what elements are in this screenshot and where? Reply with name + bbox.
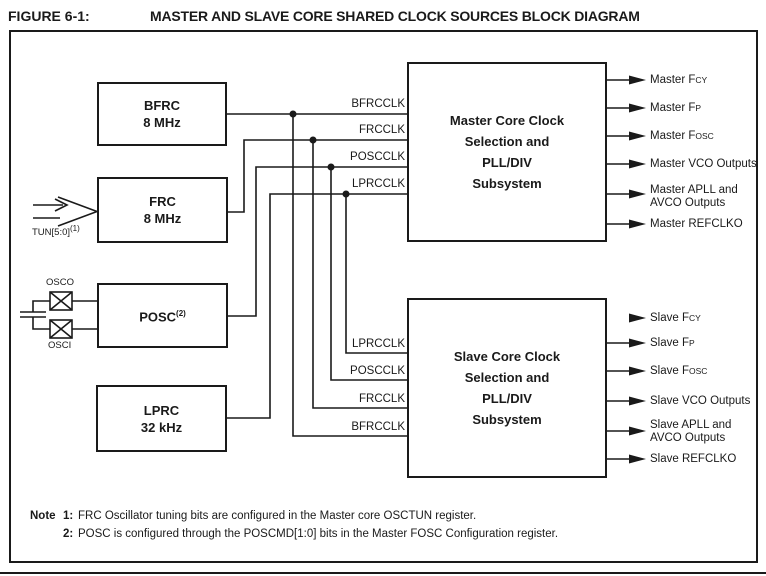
slave-output-refclko: Slave REFCLKO: [650, 453, 737, 465]
lprcclk-slave-wire: [345, 194, 407, 354]
tun-bus-arrow-icon: [33, 196, 100, 227]
slave-input-bfrcclk: BFRCCLK: [351, 421, 405, 433]
lprc-block: LPRC 32 kHz: [96, 385, 227, 452]
slave-output-arrows: [607, 313, 646, 464]
tun-note-ref: (1): [70, 224, 80, 233]
figure-number: FIGURE 6-1:: [8, 8, 90, 24]
frc-name: FRC: [149, 194, 176, 209]
frcclk-wire: [228, 139, 407, 213]
slave-core-line2: Selection and: [464, 370, 550, 385]
crystal-network: [20, 291, 97, 339]
master-core-block: Master Core Clock Selection and PLL/DIV …: [407, 62, 607, 242]
note-1-num: 1:: [63, 510, 74, 522]
slave-core-line4: Subsystem: [472, 412, 542, 427]
master-output-refclko: Master REFCLKO: [650, 218, 743, 230]
master-output-fp: Master FP: [650, 102, 702, 114]
lprc-name: LPRC: [143, 402, 180, 418]
osci-pad-icon: [49, 319, 73, 339]
slave-output-fp: Slave FP: [650, 337, 695, 349]
lprc-freq: 32 kHz: [140, 419, 183, 435]
master-core-line4: Subsystem: [472, 176, 542, 191]
note-2-text: POSC is configured through the POSCMD[1:…: [78, 528, 559, 540]
bfrc-block: BFRC 8 MHz: [97, 82, 227, 146]
lprcclk-wire: [227, 193, 407, 419]
master-output-fosc: Master FOSC: [650, 130, 714, 142]
osci-pin-label: OSCI: [48, 340, 72, 351]
master-core-line1: Master Core Clock: [449, 113, 565, 128]
frc-block: FRC 8 MHz: [97, 177, 228, 243]
frcclk-slave-wire: [312, 140, 407, 409]
osco-pin-label: OSCO: [46, 277, 74, 288]
posc-block: POSC(2): [97, 283, 228, 348]
slave-input-poscclk: POSCCLK: [350, 365, 405, 377]
slave-core-block: Slave Core Clock Selection and PLL/DIV S…: [407, 298, 607, 478]
master-core-line2: Selection and: [464, 134, 550, 149]
junction-dots: [289, 110, 350, 198]
slave-output-fcy: Slave FCY: [650, 312, 701, 324]
bfrcclk-slave-wire: [292, 114, 407, 437]
note-1-text: FRC Oscillator tuning bits are configure…: [78, 510, 477, 522]
master-input-poscclk: POSCCLK: [350, 151, 405, 163]
master-core-line3: PLL/DIV: [482, 155, 532, 170]
bfrc-freq: 8 MHz: [143, 115, 181, 130]
master-output-fcy: Master FCY: [650, 74, 708, 86]
slave-output-fosc: Slave FOSC: [650, 365, 708, 377]
frc-freq: 8 MHz: [143, 211, 182, 226]
osco-pad-icon: [49, 291, 73, 311]
figure-frame: [9, 30, 758, 563]
page-bottom-rule: [0, 572, 766, 574]
posc-name: POSC(2): [139, 309, 186, 325]
master-input-bfrcclk: BFRCCLK: [351, 98, 405, 110]
master-input-frcclk: FRCCLK: [358, 124, 405, 136]
slave-core-line1: Slave Core Clock: [453, 349, 561, 364]
master-output-vco: Master VCO Outputs: [650, 158, 757, 170]
bfrc-name: BFRC: [143, 98, 181, 113]
slave-input-frcclk: FRCCLK: [358, 393, 405, 405]
note-word: Note: [30, 510, 56, 522]
slave-input-lprcclk: LPRCCLK: [351, 338, 405, 350]
master-output-arrows: [607, 75, 646, 229]
master-input-lprcclk: LPRCCLK: [351, 178, 405, 190]
slave-output-vco: Slave VCO Outputs: [650, 395, 751, 407]
posc-note-ref: (2): [176, 309, 186, 319]
note-2-num: 2:: [63, 528, 74, 540]
poscclk-slave-wire: [330, 167, 407, 381]
slave-core-line3: PLL/DIV: [482, 391, 532, 406]
figure-title: MASTER AND SLAVE CORE SHARED CLOCK SOURC…: [150, 8, 640, 24]
tun-pin-label: TUN[5:0](1): [32, 224, 80, 239]
